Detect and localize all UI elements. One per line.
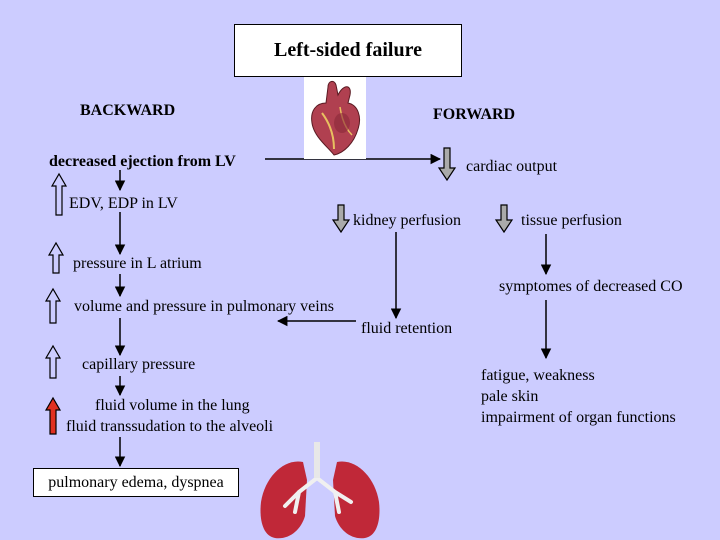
up-arrow-capillary (44, 344, 62, 379)
pulmonary-edema-box: pulmonary edema, dyspnea (33, 468, 239, 497)
down-arrow-kidney (331, 204, 351, 234)
pressure-atrium-text: pressure in L atrium (73, 255, 202, 272)
capillary-pressure-text: capillary pressure (82, 356, 196, 373)
forward-label: FORWARD (433, 106, 516, 123)
diagram-title: Left-sided failure (234, 24, 462, 77)
fluid-volume-text: fluid volume in the lung (95, 397, 250, 414)
fatigue-text: fatigue, weakness (481, 367, 595, 384)
fluid-retention-text: fluid retention (361, 320, 453, 337)
decreased-ejection-text: decreased ejection from LV (49, 153, 236, 170)
edv-edp-text: EDV, EDP in LV (69, 195, 178, 212)
kidney-perfusion-text: kidney perfusion (353, 212, 461, 229)
backward-label: BACKWARD (80, 102, 176, 119)
cardiac-output-text: cardiac output (466, 158, 558, 175)
pale-skin-text: pale skin (481, 388, 539, 405)
down-arrow-tissue (494, 204, 514, 234)
pulmonary-veins-text: volume and pressure in pulmonary veins (74, 298, 334, 315)
heart-icon (304, 77, 366, 159)
tissue-perfusion-text: tissue perfusion (521, 212, 622, 229)
symptoms-co-text: symptomes of decreased CO (499, 278, 683, 295)
up-arrow-atrium (47, 241, 65, 274)
transsudation-text: fluid transsudation to the alveoli (66, 418, 274, 435)
up-arrow-edv (50, 172, 68, 216)
up-arrow-fluid (44, 396, 62, 435)
lungs-icon (260, 442, 380, 539)
up-arrow-veins (44, 287, 62, 324)
organ-impairment-text: impairment of organ functions (481, 409, 676, 426)
down-arrow-output (437, 147, 457, 182)
